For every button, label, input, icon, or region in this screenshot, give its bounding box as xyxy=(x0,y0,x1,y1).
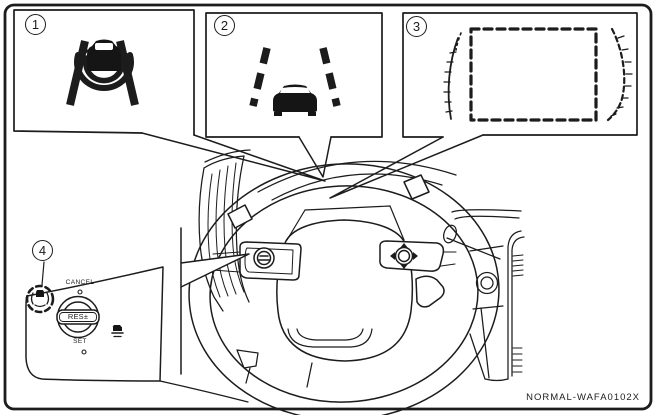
stalk-tip xyxy=(443,224,457,244)
right-gauge-arc xyxy=(606,27,633,122)
switch-pad-graphic xyxy=(25,261,164,382)
callout-2-number: 2 xyxy=(214,15,235,36)
dash-knob xyxy=(475,271,499,295)
callout-panel-3 xyxy=(329,12,638,199)
callout-pointer-4 xyxy=(180,227,250,375)
left-spoke-switch-pod xyxy=(211,241,302,281)
callout-panel-2 xyxy=(205,12,383,178)
set-label: SET xyxy=(73,338,87,345)
arrow-left-icon xyxy=(390,252,395,260)
right-spoke-switch-pod xyxy=(379,240,457,308)
left-gauge-arc xyxy=(443,32,462,120)
cancel-label: CANCEL xyxy=(65,279,95,286)
left-air-vent xyxy=(198,155,250,312)
airbag-cover xyxy=(276,219,414,362)
resume-button-label: RES± xyxy=(67,312,89,321)
lane-departure-vehicle-icon xyxy=(249,47,341,116)
figure-code: NORMAL-WAFA0102X xyxy=(526,392,640,403)
following-distance-icon xyxy=(111,325,124,338)
instrument-cluster-display-graphic xyxy=(443,27,633,122)
callout-4-number: 4 xyxy=(32,240,53,261)
cancel-indicator-dot xyxy=(77,289,83,295)
wheel-rim-inner xyxy=(209,185,479,403)
resume-button xyxy=(56,309,100,325)
callout-pointer-1 xyxy=(141,132,326,182)
display-area-dashed-frame xyxy=(469,27,598,122)
wheel-rim-outer xyxy=(188,163,500,415)
callout-3-number: 3 xyxy=(406,16,427,37)
dashboard-graphic xyxy=(159,149,525,403)
callout-1-number: 1 xyxy=(25,14,46,35)
propilot-assist-glyph xyxy=(36,290,44,297)
callout-pointer-3 xyxy=(329,134,484,199)
set-indicator-dot xyxy=(81,349,87,355)
callout-panel-1 xyxy=(13,9,326,182)
callout-pointer-2 xyxy=(298,136,332,178)
propilot-assist-icon xyxy=(25,284,55,314)
arrow-right-icon xyxy=(413,252,418,260)
arrow-up-icon xyxy=(400,243,408,248)
steering-wheel-graphic xyxy=(188,163,500,415)
figure-border xyxy=(3,3,653,411)
arrow-down-icon xyxy=(400,264,408,269)
cluster-hood-arc xyxy=(257,160,457,193)
radar-cruise-vehicle-icon xyxy=(66,39,139,106)
